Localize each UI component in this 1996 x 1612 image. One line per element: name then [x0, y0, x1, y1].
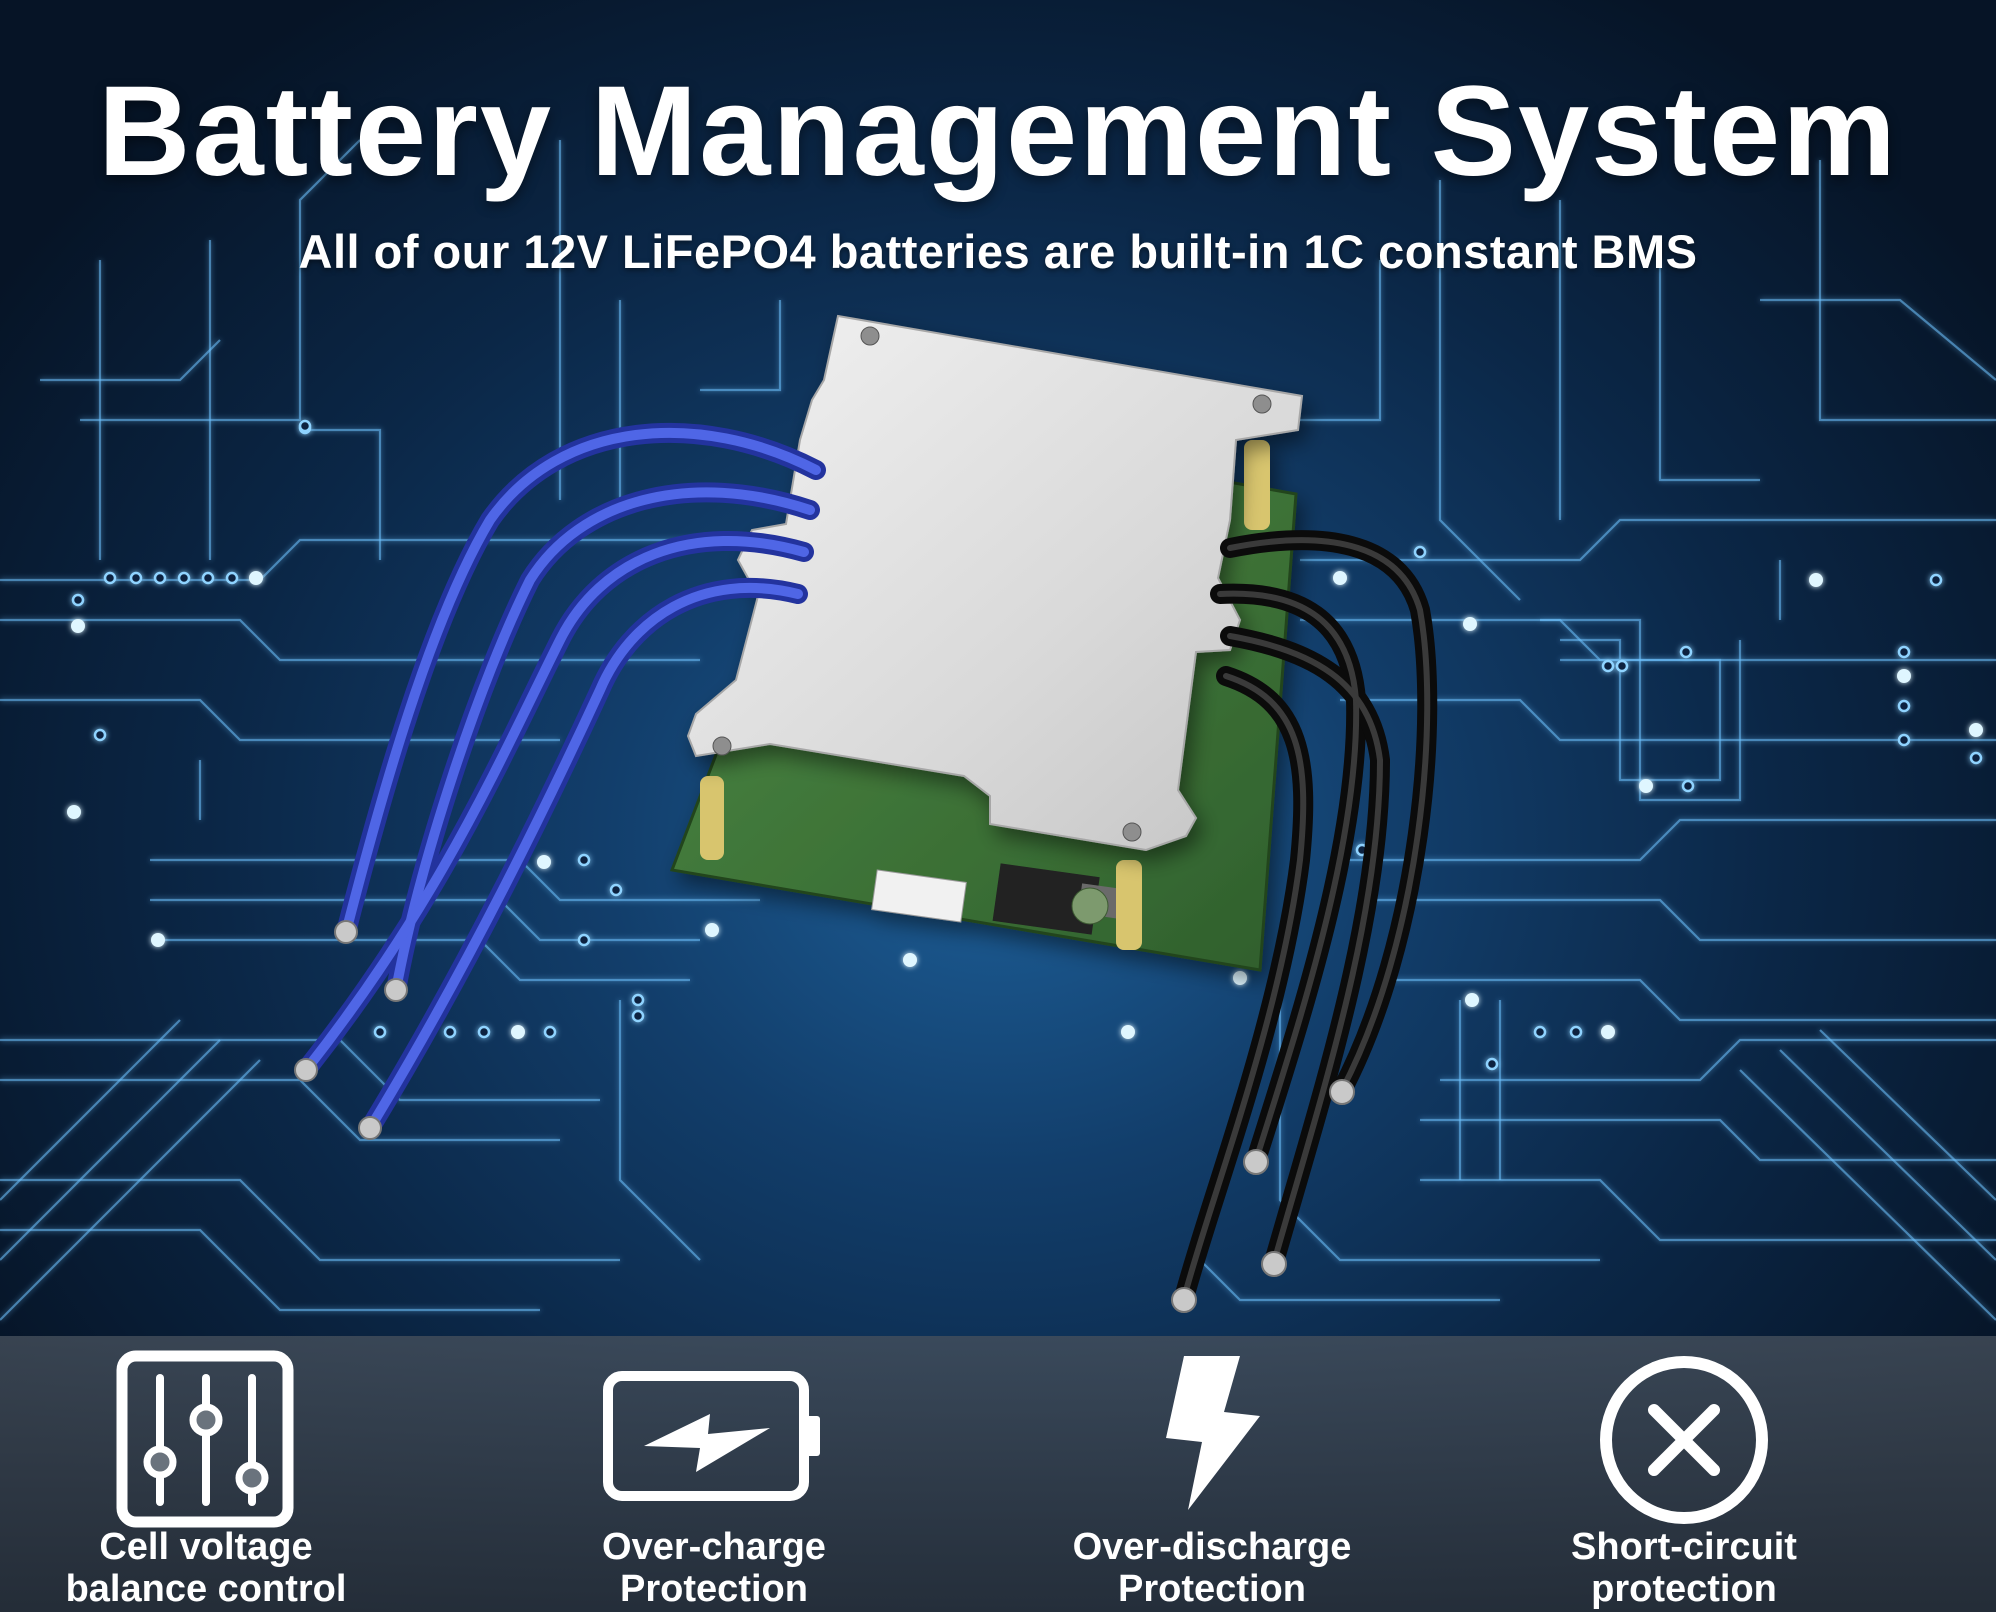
slider-controls-icon: [116, 1350, 294, 1528]
feature-over-charge: Over-charge Protection: [484, 1336, 944, 1612]
page-title: Battery Management System: [98, 60, 1898, 203]
features-bar: Cell voltage balance control Over-charge…: [0, 1336, 1996, 1612]
feature-label: Cell voltage balance control: [65, 1526, 347, 1610]
aluminum-cover-plate: [686, 314, 1304, 852]
x-circle-icon: [1600, 1356, 1768, 1524]
battery-charge-icon: [603, 1371, 820, 1501]
blue-wires: [294, 422, 826, 1140]
feature-label: Over-discharge Protection: [1072, 1526, 1352, 1610]
feature-cell-balance: Cell voltage balance control: [0, 1336, 436, 1612]
feature-over-discharge: Over-discharge Protection: [982, 1336, 1442, 1612]
black-wires: [1171, 530, 1438, 1313]
feature-short-circuit: Short-circuit protection: [1454, 1336, 1914, 1612]
page-subtitle: All of our 12V LiFePO4 batteries are bui…: [298, 225, 1698, 278]
lightning-bolt-icon: [1166, 1356, 1260, 1510]
feature-label: Over-charge Protection: [602, 1526, 826, 1610]
feature-label: Short-circuit protection: [1571, 1526, 1797, 1610]
